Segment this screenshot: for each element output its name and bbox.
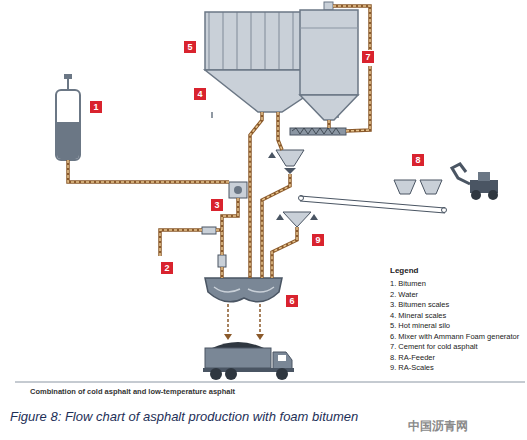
pipe — [216, 229, 222, 231]
callout-number: 6 — [286, 295, 298, 307]
callout-number: 7 — [362, 51, 374, 63]
water-meter — [202, 227, 216, 234]
legend-entry: 6. Mixer with Ammann Foam generator — [390, 332, 519, 343]
legend-entry: 4. Mineral scales — [390, 311, 519, 322]
ra-feeder — [299, 180, 447, 213]
callout-number: 9 — [312, 234, 324, 246]
pipe — [328, 120, 330, 128]
pipe — [262, 174, 290, 278]
pipe — [216, 228, 222, 232]
legend-entry: 3. Bitumen scales — [390, 300, 519, 311]
bitumen-scales — [229, 182, 247, 198]
pipe — [250, 112, 262, 278]
ra-scales — [276, 212, 318, 227]
pipes — [68, 6, 370, 278]
legend-heading: Legend — [390, 266, 418, 275]
pipe — [278, 112, 282, 150]
cement-silo — [290, 2, 358, 135]
pipe — [222, 198, 238, 255]
legend-entry: 9. RA-Scales — [390, 363, 519, 374]
pipe — [346, 66, 370, 131]
pipe — [272, 227, 297, 278]
callout-number: 2 — [161, 262, 173, 274]
callout-number: 3 — [211, 199, 223, 211]
pipe — [333, 6, 370, 50]
watermark: 中国沥青网 — [408, 418, 468, 435]
mixer — [205, 278, 282, 340]
pipe — [160, 230, 202, 256]
truck — [203, 342, 294, 380]
pipe — [262, 174, 290, 278]
ground-line — [15, 382, 525, 383]
pipe — [333, 6, 370, 50]
callout-number: 4 — [194, 88, 206, 100]
pipe — [272, 227, 297, 278]
pipe — [220, 267, 224, 278]
legend-entry: 8. RA-Feeder — [390, 353, 519, 364]
legend: 1. Bitumen2. Water3. Bitumen scales4. Mi… — [390, 279, 519, 374]
bitumen-tank — [56, 74, 80, 160]
pipe — [346, 66, 370, 131]
legend-entry: 5. Hot mineral silo — [390, 321, 519, 332]
foam-generator — [218, 255, 226, 267]
legend-entry: 2. Water — [390, 290, 519, 301]
mineral-scale-hopper — [268, 150, 304, 174]
legend-entry: 7. Cement for cold asphalt — [390, 342, 519, 353]
note-text: Combination of cold asphalt and low-temp… — [30, 387, 235, 396]
wheel-loader — [452, 164, 498, 200]
callout-number: 5 — [184, 41, 196, 53]
pipe — [222, 198, 238, 255]
pipe — [250, 112, 262, 278]
pipe — [278, 112, 282, 150]
pipe — [221, 267, 223, 278]
pipe — [327, 120, 331, 128]
callout-number: 1 — [90, 101, 102, 113]
pipe — [68, 160, 229, 182]
legend-entry: 1. Bitumen — [390, 279, 519, 290]
pipe — [68, 160, 229, 182]
figure-caption: Figure 8: Flow chart of asphalt producti… — [10, 409, 358, 424]
callout-number: 8 — [412, 154, 424, 166]
pipe — [160, 230, 202, 256]
